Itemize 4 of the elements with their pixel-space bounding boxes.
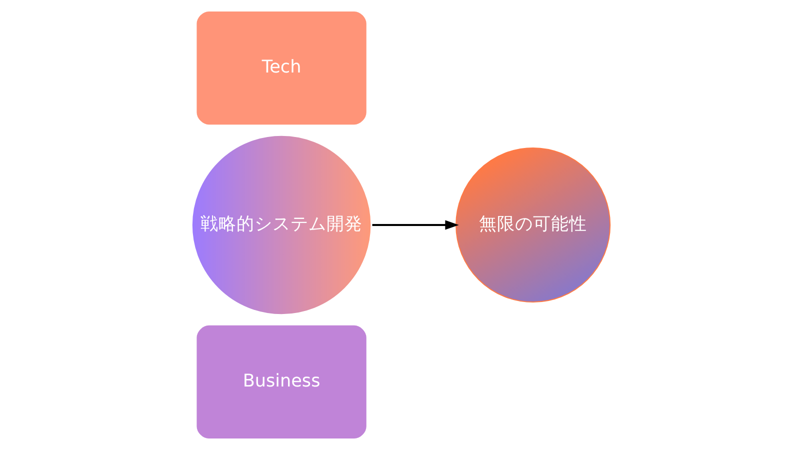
node-box: Business xyxy=(196,325,366,439)
node-box: Tech xyxy=(196,11,366,125)
arrow xyxy=(372,220,458,230)
node-circle: 無限の可能性 xyxy=(455,147,610,303)
